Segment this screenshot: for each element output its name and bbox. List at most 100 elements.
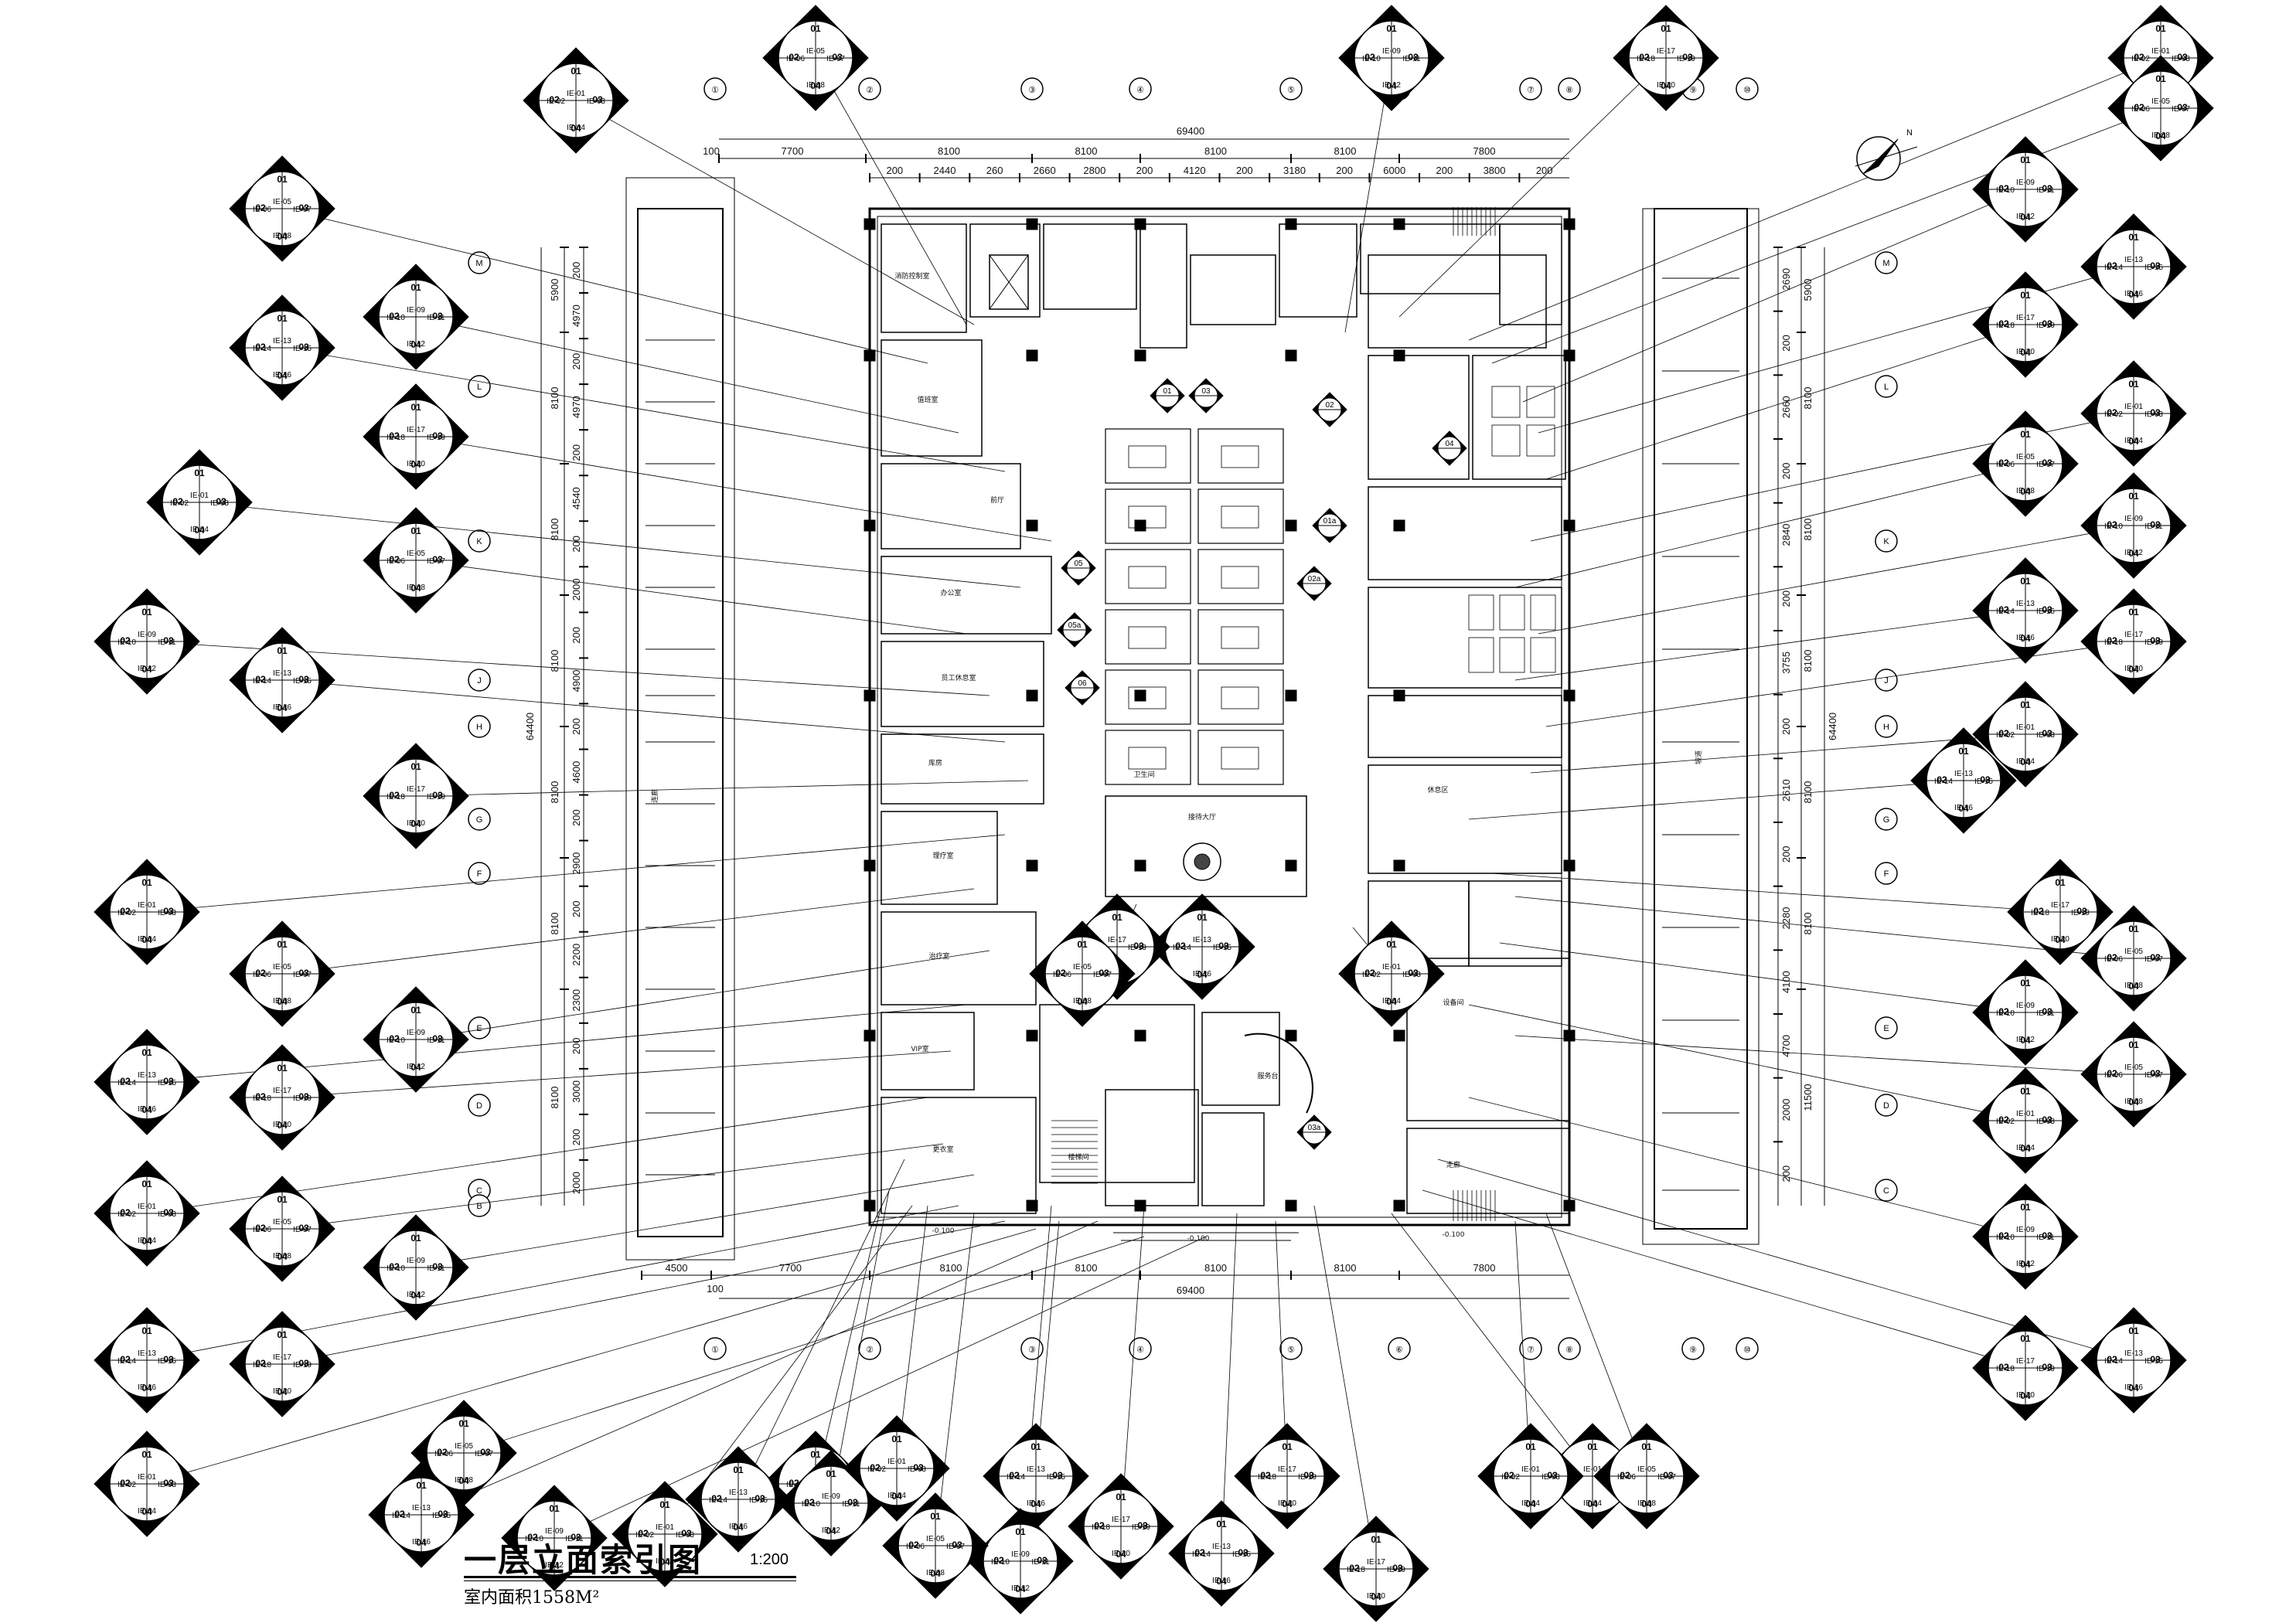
grid-bubble-bottom bbox=[1681, 1337, 1705, 1360]
tag-sheet-code: IE-08 bbox=[2124, 982, 2143, 990]
tag-quadrant-number: 03 bbox=[432, 1033, 443, 1044]
index-leader-line bbox=[146, 834, 1006, 913]
marker-number: 05 bbox=[1074, 560, 1083, 568]
reception-round-core bbox=[1194, 853, 1211, 870]
structural-column bbox=[864, 859, 876, 872]
left-detail-dim: 200 bbox=[571, 900, 582, 917]
right-segment-dim: 11500 bbox=[1802, 1084, 1814, 1111]
left-overall-dim: 64400 bbox=[524, 713, 536, 740]
tag-quadrant-number: 04 bbox=[1587, 1499, 1598, 1509]
treatment-bed bbox=[1128, 747, 1167, 770]
tag-sheet-code: IE-02 bbox=[170, 499, 189, 508]
tag-sheet-code: IE-08 bbox=[1073, 997, 1092, 1005]
tag-sheet-code: IE-19 bbox=[1298, 1473, 1317, 1482]
tag-quadrant-number: 01 bbox=[1661, 23, 1671, 34]
left-detail-dim: 2000 bbox=[571, 1172, 582, 1194]
tag-quadrant-number: 03 bbox=[2177, 52, 2188, 63]
tag-sheet-code: IE-10 bbox=[1996, 1009, 2015, 1018]
grid-label-left: G bbox=[476, 815, 483, 825]
tag-sheet-code: IE-20 bbox=[2051, 935, 2069, 944]
tag-sheet-code: IE-09 bbox=[2124, 515, 2143, 523]
tag-sheet-code: IE-15 bbox=[293, 677, 312, 686]
tag-sheet-code: IE-02 bbox=[867, 1465, 886, 1474]
tag-sheet-code: IE-06 bbox=[1996, 461, 2015, 469]
tag-quadrant-number: 03 bbox=[1663, 1470, 1674, 1481]
tag-quadrant-number: 01 bbox=[2155, 23, 2166, 34]
tag-sheet-code: IE-09 bbox=[407, 1029, 425, 1037]
tag-sheet-code: IE-20 bbox=[273, 1387, 291, 1396]
tag-quadrant-number: 03 bbox=[163, 1076, 174, 1087]
tag-sheet-code: IE-01 bbox=[2016, 723, 2035, 732]
left-segment-dim: 8100 bbox=[549, 913, 560, 935]
tag-quadrant-number: 02 bbox=[120, 635, 131, 646]
tag-sheet-code: IE-05 bbox=[1637, 1465, 1656, 1474]
tag-sheet-code: IE-06 bbox=[1053, 971, 1071, 979]
top-detail-dim: 2440 bbox=[934, 165, 956, 176]
tag-sheet-code: IE-08 bbox=[2151, 131, 2170, 140]
structural-column bbox=[1285, 1029, 1297, 1042]
structural-column bbox=[1393, 218, 1405, 230]
tag-quadrant-number: 04 bbox=[2128, 289, 2139, 300]
tag-quadrant-number: 03 bbox=[1133, 941, 1144, 951]
tag-sheet-code: IE-15 bbox=[158, 1079, 176, 1087]
top-segment-dim: 7700 bbox=[782, 145, 804, 157]
tag-quadrant-number: 03 bbox=[432, 430, 443, 441]
structural-column bbox=[864, 218, 876, 230]
tag-sheet-code: IE-03 bbox=[2036, 731, 2055, 740]
tag-sheet-code: IE-02 bbox=[1501, 1473, 1520, 1482]
grid-bubble-left bbox=[468, 715, 491, 738]
tag-sheet-code: IE-18 bbox=[2104, 638, 2123, 647]
room bbox=[1368, 764, 1562, 874]
structural-column bbox=[1563, 349, 1576, 362]
tag-quadrant-number: 04 bbox=[141, 664, 152, 675]
tag-sheet-code: IE-06 bbox=[1617, 1473, 1636, 1482]
tag-quadrant-number: 02 bbox=[120, 1076, 131, 1087]
right-annex-wall bbox=[1654, 208, 1748, 1230]
tag-sheet-code: IE-01 bbox=[2124, 403, 2143, 411]
tag-quadrant-number: 02 bbox=[120, 1207, 131, 1218]
tag-quadrant-number: 02 bbox=[389, 554, 400, 565]
structural-column bbox=[1563, 689, 1576, 702]
left-segment-dim: 5900 bbox=[549, 279, 560, 301]
index-leader-line bbox=[1545, 324, 2026, 480]
index-leader-line bbox=[281, 347, 1006, 472]
tag-sheet-code: IE-07 bbox=[2144, 1071, 2163, 1080]
tag-quadrant-number: 02 bbox=[1364, 52, 1375, 63]
structural-column bbox=[1285, 519, 1297, 532]
tag-quadrant-number: 01 bbox=[141, 1325, 152, 1336]
treatment-bed bbox=[1128, 505, 1167, 529]
tag-sheet-code: IE-17 bbox=[2051, 901, 2069, 910]
tag-sheet-code: IE-03 bbox=[908, 1465, 926, 1474]
index-leader-line bbox=[415, 1174, 975, 1268]
grid-bubble-top bbox=[1519, 77, 1542, 100]
room bbox=[1190, 254, 1276, 325]
grid-label-top: ⑧ bbox=[1565, 86, 1573, 95]
tag-sheet-code: IE-05 bbox=[2124, 948, 2143, 956]
tag-sheet-code: IE-10 bbox=[387, 1264, 405, 1273]
inline-elevation-marker: 05 bbox=[1061, 550, 1096, 586]
tag-sheet-code: IE-02 bbox=[547, 97, 565, 106]
tag-sheet-code: IE-17 bbox=[2016, 1357, 2035, 1366]
tag-quadrant-number: 01 bbox=[2128, 1325, 2139, 1336]
grid-label-top: ③ bbox=[1028, 86, 1036, 95]
ward-bed bbox=[1491, 424, 1521, 457]
treatment-bed bbox=[1221, 505, 1259, 529]
tag-quadrant-number: 01 bbox=[1116, 1492, 1126, 1502]
right-detail-dim: 200 bbox=[1780, 1165, 1792, 1182]
tag-sheet-code: IE-13 bbox=[729, 1489, 748, 1497]
grid-label-bottom: ① bbox=[711, 1346, 719, 1355]
grid-label-left: F bbox=[477, 869, 482, 879]
top-detail-dim: 200 bbox=[1436, 165, 1453, 176]
tag-quadrant-number: 02 bbox=[255, 342, 266, 352]
index-leader-line bbox=[1313, 1205, 1377, 1570]
index-leader-line bbox=[1522, 189, 2026, 403]
tag-sheet-code: IE-05 bbox=[2124, 1063, 2143, 1072]
tag-sheet-code: IE-18 bbox=[1996, 1365, 2015, 1373]
tag-sheet-code: IE-14 bbox=[1192, 1550, 1211, 1559]
